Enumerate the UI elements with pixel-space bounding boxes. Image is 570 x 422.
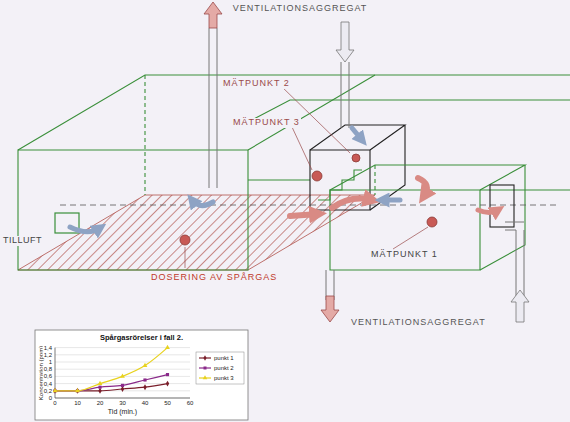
legend-marker	[204, 367, 207, 370]
grid-line	[55, 362, 190, 363]
legend-text: punkt 1	[213, 355, 235, 362]
tick-label: 10	[73, 400, 82, 407]
data-series	[55, 348, 168, 391]
tick-label: 40	[141, 400, 150, 407]
building-outline	[18, 75, 570, 270]
data-marker	[143, 384, 146, 390]
tick-label: 60	[186, 400, 195, 407]
door	[490, 185, 514, 227]
data-marker	[53, 388, 56, 394]
data-marker	[166, 381, 169, 387]
legend-marker	[203, 355, 206, 361]
data-marker	[53, 388, 58, 392]
legend-text: punkt 3	[213, 375, 235, 382]
axis-title: Tid (min.)	[107, 408, 138, 416]
unit-label: VENTILATIONSAGGREGAT	[232, 4, 369, 14]
data-marker	[121, 384, 124, 387]
point-label: MÄTPUNKT 2	[222, 79, 291, 89]
tick-label: 1,2	[43, 352, 53, 359]
grid-line	[55, 354, 190, 355]
point-label: MÄTPUNKT 3	[232, 118, 301, 128]
data-marker	[165, 345, 170, 349]
data-marker	[98, 386, 101, 389]
leader-line	[185, 85, 428, 268]
legend-marker	[203, 375, 208, 379]
tick-label: 20	[96, 400, 105, 407]
tick-label: 0,6	[43, 373, 53, 380]
tick-label: 0,4	[43, 380, 53, 387]
tick-label: 30	[118, 400, 127, 407]
tick-label: 1	[48, 359, 53, 366]
tick-label: 0,8	[43, 366, 53, 373]
tick-label: 0,2	[43, 388, 53, 395]
airflow-arrow	[70, 128, 498, 232]
chart-axis	[55, 348, 190, 398]
legend-frame	[196, 352, 244, 384]
chart-title: Spårgasrörelser i fall 2.	[35, 330, 248, 342]
measure-point	[180, 154, 437, 245]
tick-label: 50	[163, 400, 172, 407]
data-marker	[76, 388, 79, 394]
dosing-label: DOSERING AV SPÅRGAS	[150, 273, 278, 283]
chart-frame	[35, 330, 248, 420]
tick-label: 0	[52, 400, 57, 407]
legend-sample	[199, 367, 211, 368]
tick-label: 1,4	[43, 344, 53, 351]
data-marker	[98, 381, 103, 385]
grid-line	[55, 347, 190, 348]
unit-label: VENTILATIONSAGGREGAT	[350, 318, 487, 328]
data-marker	[143, 378, 146, 381]
supply-label: TILLUFT	[2, 236, 43, 246]
floor-hatch	[18, 195, 375, 270]
data-marker	[166, 373, 169, 376]
data-series	[55, 375, 168, 391]
point-label: MÄTPUNKT 1	[370, 250, 439, 260]
data-series	[55, 384, 168, 391]
grid-line	[55, 369, 190, 370]
duct	[209, 28, 524, 300]
data-marker	[120, 374, 125, 378]
data-marker	[75, 388, 80, 392]
legend-text: punkt 2	[213, 365, 235, 372]
data-marker	[143, 363, 148, 367]
